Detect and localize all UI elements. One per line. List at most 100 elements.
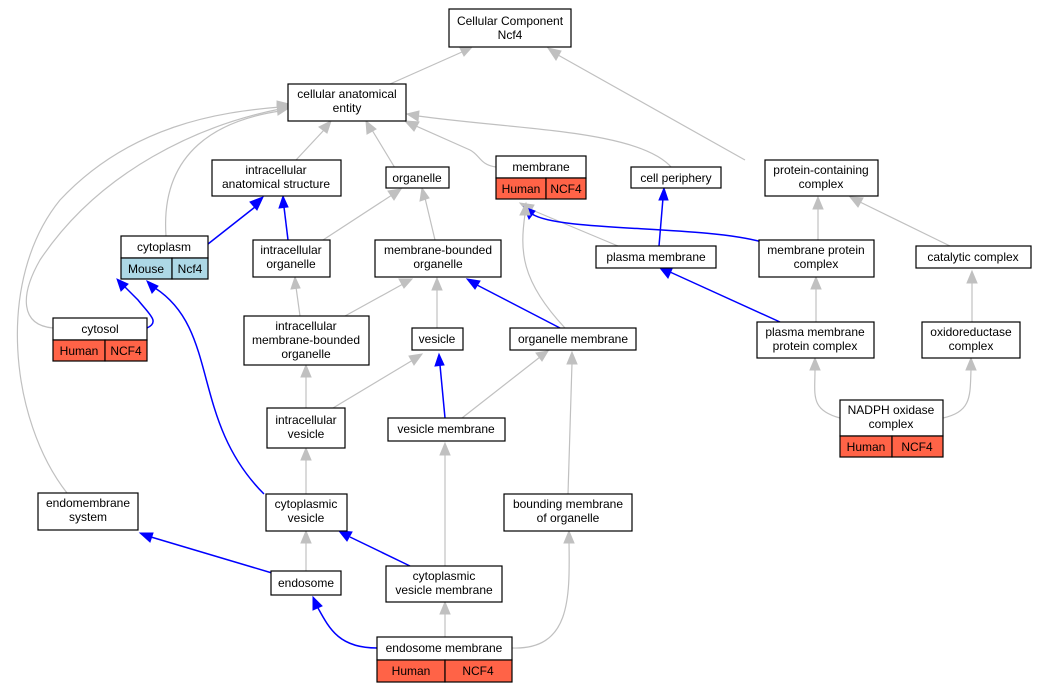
- node-label: bounding membrane: [513, 497, 623, 511]
- node-box: [252, 239, 331, 278]
- edge-cv-cytoplasm: [154, 287, 265, 495]
- gene-cell: [104, 339, 148, 362]
- edge-cellper-cae: [417, 115, 673, 169]
- node-organelle-membrane[interactable]: organelle membrane: [509, 327, 637, 351]
- arrowhead: [337, 530, 353, 542]
- node-intracellular-organelle[interactable]: intracellular organelle: [252, 239, 331, 278]
- gene-label: NCF4: [550, 182, 582, 196]
- edge-nadph-pmpc: [814, 369, 841, 419]
- node-cytoplasmic-vesicle[interactable]: cytoplasmic vesicle: [265, 493, 348, 532]
- gene-label: NCF4: [110, 344, 142, 358]
- node-box: [503, 493, 633, 532]
- node-nadph-oxidase-complex[interactable]: NADPH oxidase complex Human NCF4: [839, 399, 944, 458]
- node-label: intracellular: [275, 413, 336, 427]
- node-vesicle[interactable]: vesicle: [411, 327, 464, 351]
- node-endosome[interactable]: endosome: [270, 570, 342, 596]
- node-label: organelle: [392, 171, 442, 185]
- node-label: endomembrane: [46, 496, 130, 510]
- node-label: anatomical structure: [222, 177, 330, 191]
- edge-iv-vesicle: [332, 359, 414, 409]
- arrowhead: [563, 529, 575, 544]
- arrowhead: [403, 120, 420, 132]
- node-label: cytosol: [81, 322, 118, 336]
- node-label: intracellular: [260, 243, 321, 257]
- arrowhead: [546, 47, 562, 61]
- node-label: cell periphery: [640, 171, 711, 185]
- node-intracellular-anatomical-structure[interactable]: intracellular anatomical structure: [211, 159, 342, 197]
- edge-organelle-cae: [371, 129, 396, 169]
- node-label: Cellular Component: [457, 14, 564, 28]
- node-cellular-anatomical-entity[interactable]: cellular anatomical entity: [287, 83, 407, 122]
- node-label: vesicle membrane: [395, 583, 493, 597]
- arrowhead: [365, 119, 377, 135]
- node-membrane[interactable]: membrane Human NCF4: [495, 155, 587, 200]
- edge-membrane-cae: [415, 125, 497, 168]
- gene-cell: [545, 177, 587, 200]
- node-label: cytoplasm: [137, 240, 191, 254]
- node-label: membrane protein: [767, 243, 864, 257]
- node-membrane-protein-complex[interactable]: membrane protein complex: [758, 239, 875, 278]
- node-endomembrane-system[interactable]: endomembrane system: [37, 492, 139, 531]
- edge-cytosol-cytoplasm: [123, 285, 154, 329]
- arrowhead: [300, 446, 312, 461]
- edge-catc-pcc: [859, 201, 951, 247]
- arrowhead: [658, 267, 673, 279]
- species-label: Human: [392, 664, 431, 678]
- node-label: complex: [794, 257, 839, 271]
- node-vesicle-membrane[interactable]: vesicle membrane: [387, 417, 506, 442]
- edge-vm-vesicle: [439, 364, 446, 419]
- node-label: Ncf4: [498, 28, 523, 42]
- arrowhead: [535, 350, 549, 362]
- node-label: system: [69, 510, 107, 524]
- node-organelle[interactable]: organelle: [385, 166, 450, 189]
- node-box: [374, 239, 502, 278]
- node-endosome-membrane[interactable]: endosome membrane Human NCF4: [376, 636, 513, 683]
- edge-io-organelle: [322, 194, 393, 241]
- node-oxidoreductase-complex[interactable]: oxidoreductase complex: [921, 321, 1021, 359]
- arrowhead: [290, 275, 301, 290]
- node-protein-containing-complex[interactable]: protein-containing complex: [764, 159, 879, 197]
- node-label: cellular anatomical: [297, 87, 396, 101]
- edge-cytoplasm-cae: [165, 110, 281, 237]
- node-cellular-component[interactable]: Cellular Component Ncf4: [448, 8, 572, 48]
- arrowhead: [810, 275, 822, 290]
- node-membrane-bounded-organelle[interactable]: membrane-bounded organelle: [374, 239, 502, 278]
- node-intracellular-membrane-bounded-organelle[interactable]: intracellular membrane-bounded organelle: [243, 315, 370, 366]
- node-label: endosome membrane: [386, 641, 503, 655]
- node-plasma-membrane-protein-complex[interactable]: plasma membrane protein complex: [756, 321, 875, 359]
- node-catalytic-complex[interactable]: catalytic complex: [915, 245, 1032, 269]
- node-bounding-membrane-of-organelle[interactable]: bounding membrane of organelle: [503, 493, 633, 532]
- node-box: [448, 8, 572, 48]
- node-label: vesicle membrane: [397, 422, 495, 436]
- node-cytosol[interactable]: cytosol Human NCF4: [52, 317, 148, 362]
- node-box: [387, 417, 506, 442]
- edge-cytoplasm-ias: [207, 206, 256, 245]
- nodes: Cellular Component Ncf4 cellular anatomi…: [37, 8, 1032, 683]
- arrowhead: [300, 529, 312, 544]
- arrowhead: [439, 441, 451, 456]
- node-cytoplasm[interactable]: cytoplasm Mouse Ncf4: [120, 235, 209, 280]
- node-cytoplasmic-vesicle-membrane[interactable]: cytoplasmic vesicle membrane: [385, 565, 503, 603]
- node-label: organelle: [413, 257, 463, 271]
- node-box: [758, 239, 875, 278]
- edge-mbo-organelle: [424, 197, 436, 241]
- edge-cytosol-cae: [25, 108, 281, 329]
- node-intracellular-vesicle[interactable]: intracellular vesicle: [266, 407, 346, 449]
- node-box: [764, 159, 879, 197]
- node-box: [921, 321, 1021, 359]
- edge-endomem-cae: [16, 106, 281, 494]
- arrowhead: [465, 278, 481, 290]
- node-box: [37, 492, 139, 531]
- arrowhead: [146, 280, 159, 294]
- edge-om-membrane: [522, 213, 566, 329]
- node-plasma-membrane[interactable]: plasma membrane: [595, 245, 717, 269]
- arrowhead: [431, 276, 443, 291]
- arrowhead: [439, 600, 451, 615]
- node-label: protein-containing: [773, 163, 868, 177]
- node-cell-periphery[interactable]: cell periphery: [630, 166, 722, 189]
- gene-label: Ncf4: [178, 262, 203, 276]
- arrowhead: [848, 196, 864, 208]
- node-label: complex: [949, 339, 994, 353]
- edge-em-bmo: [511, 541, 570, 649]
- node-box: [385, 166, 450, 189]
